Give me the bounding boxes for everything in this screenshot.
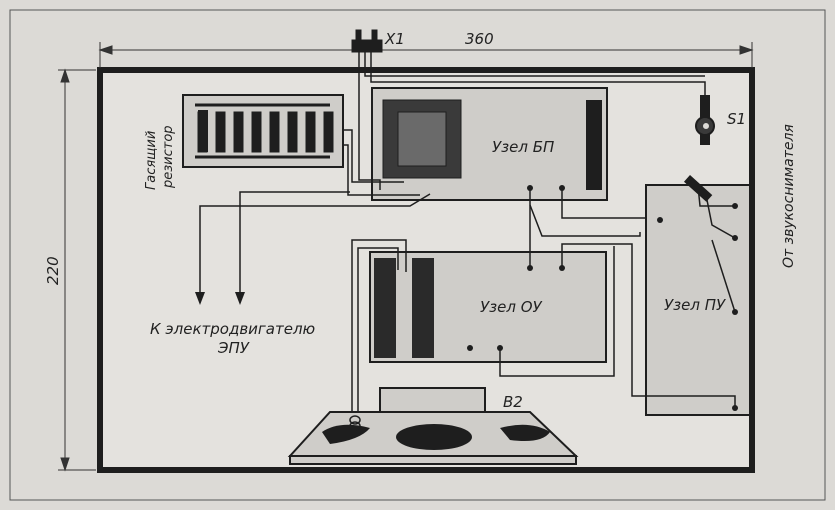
motor-label-line2: ЭПУ bbox=[217, 339, 250, 357]
capacitor-ou-2 bbox=[412, 258, 434, 358]
speaker-label: B2 bbox=[503, 393, 523, 411]
switch-label: S1 bbox=[727, 110, 746, 128]
preamp-block-label: Узел ПУ bbox=[664, 296, 726, 314]
connector-label: X1 bbox=[384, 30, 405, 48]
speaker-coil bbox=[349, 415, 361, 431]
speaker-b2 bbox=[287, 387, 579, 465]
pickup-label: От звукоснимателя bbox=[781, 124, 797, 268]
preamp-block bbox=[645, 184, 751, 416]
height-label: 220 bbox=[44, 256, 62, 285]
resistor-label-line2: резистор bbox=[161, 125, 176, 189]
height-dimension bbox=[58, 68, 96, 472]
diagram-border bbox=[9, 9, 826, 501]
resistor-label-line1: Гасящий bbox=[144, 131, 159, 190]
motor-arrows bbox=[195, 292, 245, 305]
amplifier-block bbox=[369, 251, 607, 363]
resistor-elements bbox=[197, 111, 334, 153]
connector-x1 bbox=[351, 29, 383, 53]
capacitor-ou-1 bbox=[374, 258, 396, 358]
width-dimension bbox=[98, 42, 754, 68]
power-block bbox=[371, 87, 608, 201]
power-block-label: Узел БП bbox=[492, 138, 554, 156]
switch-s1 bbox=[695, 95, 715, 145]
capacitor-bp bbox=[586, 100, 602, 190]
wiring bbox=[199, 52, 736, 412]
width-label: 360 bbox=[465, 30, 494, 48]
motor-label-line1: К электродвигателю bbox=[150, 320, 315, 338]
amplifier-block-label: Узел ОУ bbox=[480, 298, 543, 316]
